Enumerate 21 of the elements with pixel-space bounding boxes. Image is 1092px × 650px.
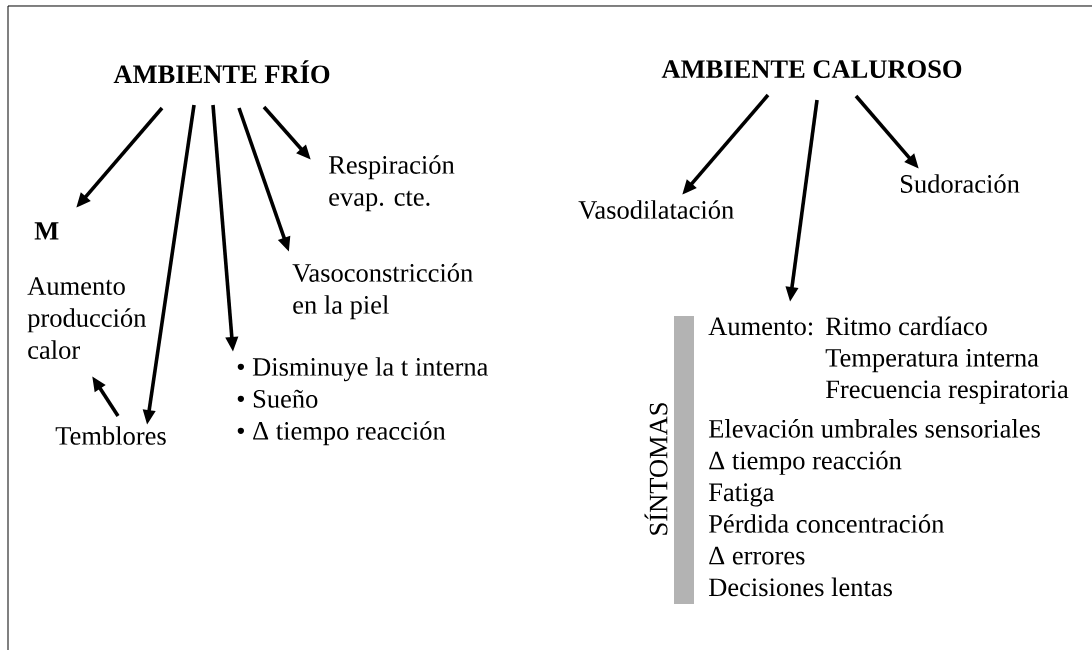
list-item: Δ errores <box>709 546 805 565</box>
effect-text: Aumento producción calor <box>27 277 147 359</box>
list-item: Δ tiempo reacción <box>709 450 902 475</box>
list-item: Fatiga <box>708 483 775 507</box>
list-item: Decisiones lentas <box>708 577 892 597</box>
heading: AMBIENTE CALUROSO <box>661 60 962 78</box>
bullet-list: • Disminuye la t interna • Sueño • Δ tiempo reacción <box>237 357 488 446</box>
effect-text: Sudoración <box>901 174 1020 193</box>
list-item: Ritmo cardíaco <box>825 316 987 336</box>
effect-text: Temblores <box>55 426 166 445</box>
vertical-label: SÍNTOMAS <box>644 403 668 535</box>
list-item: Temperatura interna <box>825 348 1039 373</box>
effect-text: Vasoconstricción en la piel <box>292 263 473 320</box>
symbol-label: M <box>34 222 59 240</box>
heading: AMBIENTE FRÍO <box>113 60 330 84</box>
effect-text: Respiración evap. cte. <box>329 155 455 212</box>
list-item: Aumento: <box>708 317 813 336</box>
list-item: Pérdida concentración <box>708 514 944 533</box>
list-item: Elevación umbrales sensoriales <box>708 419 1040 438</box>
list-item: Frecuencia respiratoria <box>825 380 1069 404</box>
effect-text: Vasodilatación <box>578 200 734 220</box>
